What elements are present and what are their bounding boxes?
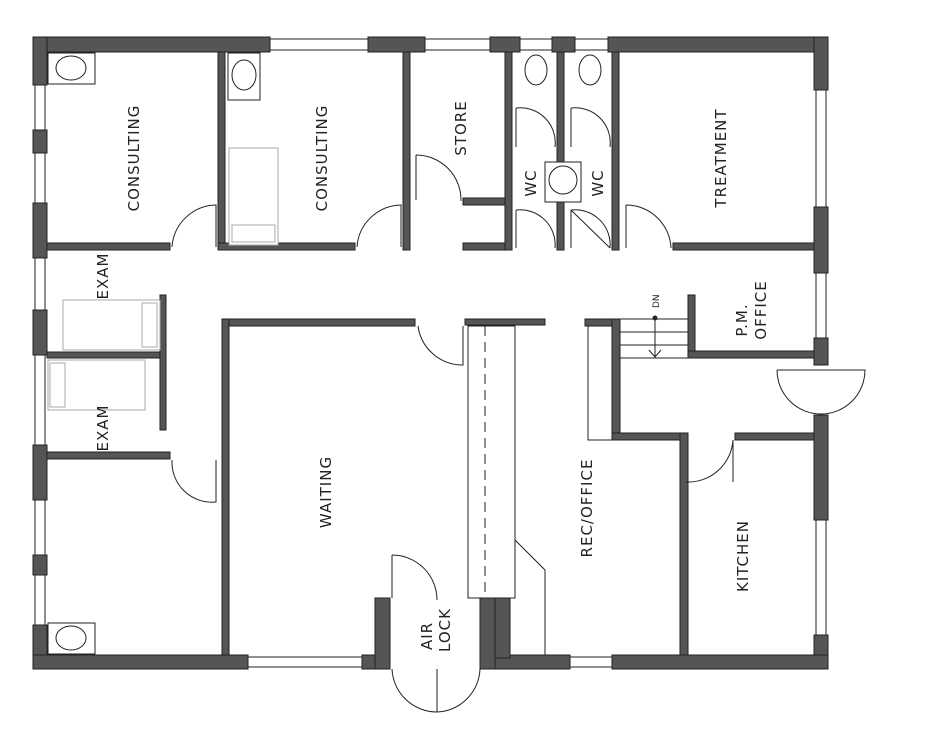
stair-direction-label: DN (652, 294, 662, 308)
room-label-consulting-2: CONSULTING (313, 105, 331, 212)
room-label-wc-1: WC (522, 169, 540, 196)
room-label-pm-office-line1: P.M. (733, 303, 751, 336)
room-label-air-lock-line2: LOCK (436, 608, 454, 652)
room-label-exam-2: EXAM (94, 405, 112, 452)
toilet-icon (578, 54, 602, 86)
room-label-exam-1: EXAM (94, 253, 112, 300)
exterior-walls (32, 36, 829, 670)
room-label-store: STORE (452, 100, 470, 155)
room-label-consulting-1: CONSULTING (125, 105, 143, 212)
toilet-icon (524, 54, 548, 86)
room-label-pm-office-line2: OFFICE (752, 280, 770, 339)
room-label-rec-office: REC/OFFICE (578, 459, 596, 558)
room-label-wc-2: WC (589, 169, 607, 196)
interior-walls (46, 51, 815, 670)
room-label-waiting: WAITING (317, 456, 335, 528)
door-store (415, 154, 462, 202)
doors (171, 107, 866, 713)
room-label-air-lock-line1: AIR (418, 622, 436, 650)
room-label-treatment: TREATMENT (712, 108, 730, 208)
reception-counter (467, 325, 613, 655)
room-label-kitchen: KITCHEN (734, 520, 752, 592)
stairs: DN (620, 294, 688, 359)
door-consulting-2 (356, 204, 402, 248)
door-exterior-east (776, 369, 866, 415)
room-labels: CONSULTING CONSULTING STORE WC WC TREATM… (94, 100, 770, 652)
door-consulting-1 (171, 204, 217, 248)
fixtures (47, 52, 602, 655)
